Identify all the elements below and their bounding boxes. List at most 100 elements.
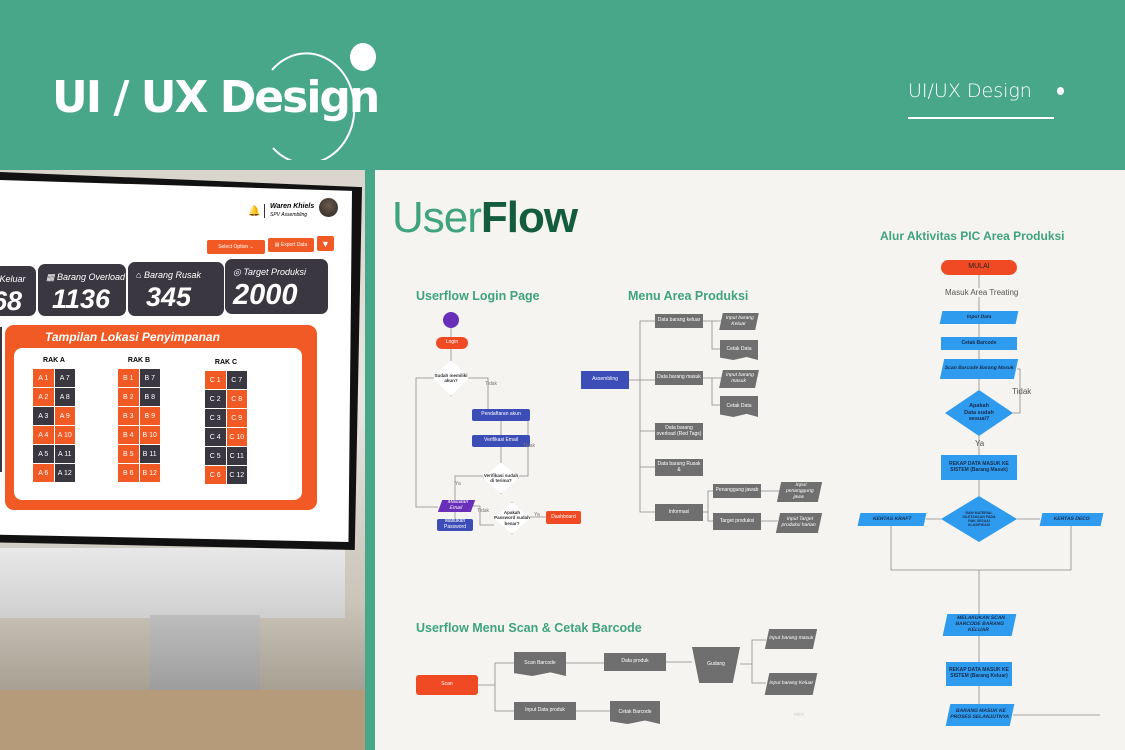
rack-slot[interactable]: B 11 <box>139 445 160 463</box>
rack-slot[interactable]: B 7 <box>139 369 160 387</box>
node-informasi: Informasi <box>655 504 703 521</box>
rack-slot[interactable]: A 11 <box>54 445 75 463</box>
label-masuk-area: Masuk Area Treating <box>945 288 1019 297</box>
stat-value: 1136 <box>52 284 111 314</box>
rack-slot[interactable]: C 12 <box>226 466 247 484</box>
rack-slot[interactable]: A 10 <box>54 426 75 444</box>
rack-slot[interactable]: C 10 <box>226 428 247 446</box>
menu-flow-title: Menu Area Produksi <box>628 289 749 303</box>
node-enter-email: Masukan Email <box>437 499 476 512</box>
rack-slot[interactable]: B 12 <box>139 464 160 482</box>
rack-slot[interactable]: C 1 <box>205 371 226 389</box>
node-gudang: Gudang <box>692 647 740 683</box>
rack-slot[interactable]: A 1 <box>33 369 54 387</box>
rack-slot[interactable]: B 5 <box>118 445 139 463</box>
monitor-stand <box>150 615 260 695</box>
rack-slot[interactable]: A 9 <box>54 407 75 425</box>
node-register: Pendaftaran akun <box>472 409 530 421</box>
node-cetak-data: Cetak Data <box>720 340 758 360</box>
rack-slot[interactable]: C 11 <box>226 447 247 465</box>
rack-slot[interactable]: C 7 <box>226 371 247 389</box>
rack-slot[interactable]: C 8 <box>226 390 247 408</box>
rack-slot[interactable]: B 2 <box>118 388 139 406</box>
storage-title: Tampilan Lokasi Penyimpanan <box>45 330 220 344</box>
rack-slot[interactable]: C 9 <box>226 409 247 427</box>
user-role: SPV Assembling <box>270 212 308 218</box>
export-icon: ▤ <box>274 242 280 248</box>
rack-slot[interactable]: A 6 <box>33 464 54 482</box>
label-yes: Ya <box>455 481 461 487</box>
node-data-keluar: Data barang keluar <box>655 314 703 328</box>
export-data-button[interactable]: ▤ Export Data <box>268 238 314 252</box>
decision-password: Apakah Password sudah benar? <box>494 502 530 534</box>
rack-slot[interactable]: B 6 <box>118 464 139 482</box>
select-option-label: Select Option <box>218 244 249 250</box>
node-mulai: MULAI <box>941 260 1017 275</box>
rack-slot[interactable]: B 10 <box>139 426 160 444</box>
node-rekap-masuk: REKAP DATA MASUK KE SISTEM (Barang Masuk… <box>941 455 1017 480</box>
rack-slot[interactable]: C 6 <box>205 466 226 484</box>
node-dashboard: Dashboard <box>546 511 581 524</box>
rack-slot[interactable]: C 3 <box>205 409 226 427</box>
node-input-pj: Input penanggung jawa <box>776 482 823 502</box>
rack-slot[interactable]: A 4 <box>33 426 54 444</box>
board-title: UserFlow <box>392 193 578 242</box>
node-data-rusak: Data barang Rusak & <box>655 459 703 476</box>
label-ya: Ya <box>975 439 985 448</box>
select-option-dropdown[interactable]: Select Option ⌄ <box>207 240 265 254</box>
rack-slot[interactable]: A 2 <box>33 388 54 406</box>
logo-text: UI / UX Design <box>52 72 380 123</box>
node-scan: Scan <box>416 675 478 695</box>
node-kertas-deco: KERTAS DECO <box>1039 513 1104 526</box>
node-rekap-keluar: REKAP DATA MASUK KE SISTEM (Barang Kelua… <box>946 662 1012 686</box>
avatar[interactable] <box>319 198 338 217</box>
pic-flow-title: Alur Aktivitas PIC Area Produksi <box>880 229 1065 243</box>
stat-card-barang-keluar: g Keluar68 <box>0 266 36 316</box>
rack-slot[interactable]: C 4 <box>205 428 226 446</box>
rack-slot[interactable]: A 3 <box>33 407 54 425</box>
rack-slot[interactable]: A 8 <box>54 388 75 406</box>
stat-value: 68 <box>0 286 23 316</box>
node-target-produksi: Target produksi <box>713 513 761 530</box>
rack-slot[interactable]: A 5 <box>33 445 54 463</box>
label-no: Tidak <box>523 443 536 449</box>
nav-dot-icon <box>1057 87 1064 95</box>
label-no: Tidak <box>485 381 498 387</box>
node-login: Login <box>436 337 468 349</box>
decision-data-sesuai: Apakah Data sudah sesuai? <box>945 390 1013 436</box>
miro-watermark: miro <box>794 712 804 718</box>
rack-slot[interactable]: B 1 <box>118 369 139 387</box>
filter-icon: ▼ <box>321 238 330 249</box>
node-data-overload: Data barang overload (Red Tags) <box>655 423 703 440</box>
filter-button[interactable]: ▼ <box>317 236 334 251</box>
rack-slot[interactable]: B 4 <box>118 426 139 444</box>
node-cetak-data: Cetak Data <box>720 396 758 417</box>
nav-link-uiux[interactable]: UI/UX Design <box>908 80 1032 102</box>
node-input-keluar: Input barang Keluar <box>719 313 759 330</box>
rack-slot[interactable]: A 12 <box>54 464 75 482</box>
rack-slot[interactable]: C 2 <box>205 390 226 408</box>
header-banner <box>0 0 1125 170</box>
login-flow-title: Userflow Login Page <box>416 289 540 303</box>
rack-slot[interactable]: B 9 <box>139 407 160 425</box>
node-scan-barcode: Scan Barcode <box>514 652 566 676</box>
nav-underline <box>908 117 1054 119</box>
node-input-data-produk: Input Data produk <box>514 702 576 720</box>
node-input-target: Input Target produksi harian <box>775 513 823 533</box>
start-node <box>443 312 459 328</box>
rack-slot[interactable]: B 3 <box>118 407 139 425</box>
rack-slot[interactable]: B 8 <box>139 388 160 406</box>
rack-slot[interactable]: A 7 <box>54 369 75 387</box>
rack-slot[interactable]: C 5 <box>205 447 226 465</box>
decision-has-account: Sudah memiliki akun? <box>433 360 469 396</box>
bell-icon[interactable]: 🔔 <box>248 206 261 217</box>
label-no: Tidak <box>477 508 490 514</box>
desk <box>0 690 365 750</box>
node-input-data: Input Data <box>939 311 1019 324</box>
rack-label: RAK A <box>43 357 65 364</box>
